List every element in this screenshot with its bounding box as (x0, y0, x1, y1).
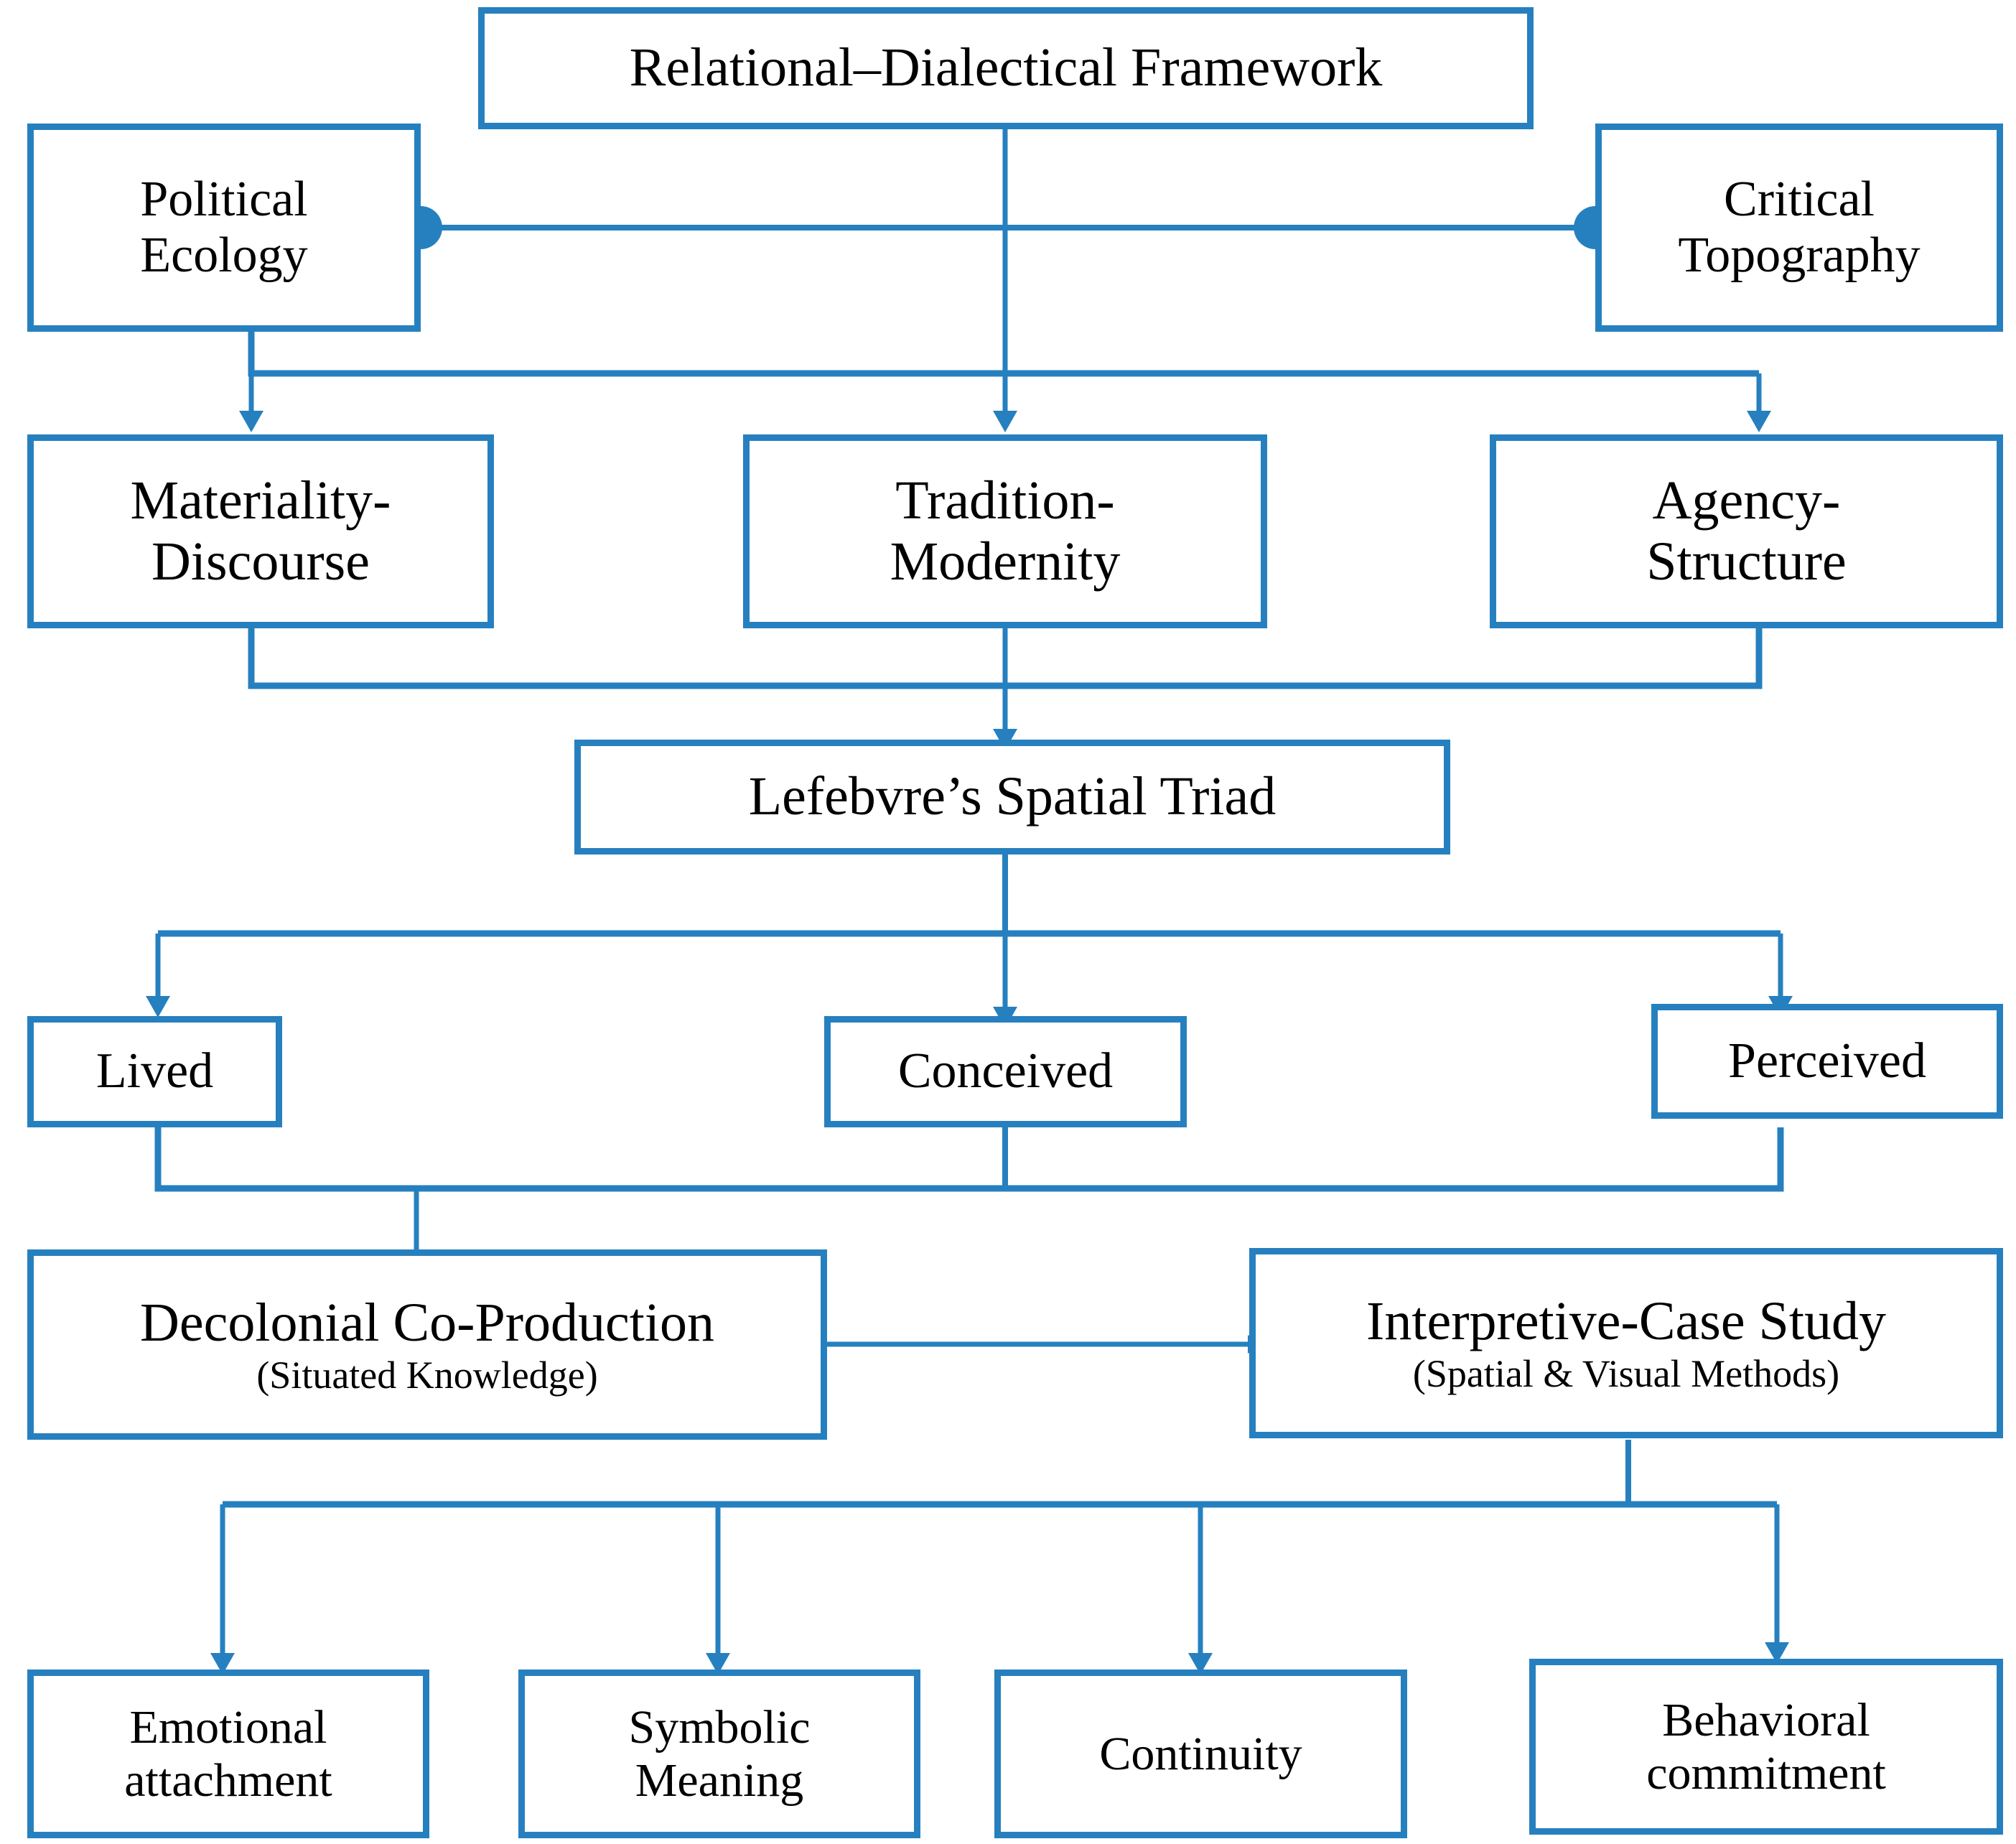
node-emotional-attachment[interactable]: Emotional attachment (27, 1670, 429, 1838)
node-interpretive-case-study[interactable]: Interpretive-Case Study (Spatial & Visua… (1249, 1248, 2003, 1438)
node-label-line2: Modernity (890, 531, 1121, 592)
node-symbolic-meaning[interactable]: Symbolic Meaning (518, 1670, 920, 1838)
node-lived[interactable]: Lived (27, 1016, 282, 1127)
node-label-line2: (Spatial & Visual Methods) (1412, 1351, 1840, 1395)
node-label-line2: Ecology (140, 228, 308, 283)
node-lefebvre-spatial-triad[interactable]: Lefebvre’s Spatial Triad (574, 740, 1450, 855)
node-continuity[interactable]: Continuity (994, 1670, 1407, 1838)
node-label: Perceived (1728, 1033, 1926, 1089)
node-label: Relational–Dialectical Framework (629, 37, 1383, 98)
node-label-line2: commitment (1646, 1746, 1886, 1799)
node-decolonial-co-production[interactable]: Decolonial Co-Production (Situated Knowl… (27, 1249, 827, 1440)
node-label-line1: Symbolic (628, 1700, 811, 1754)
node-tradition-modernity[interactable]: Tradition- Modernity (743, 434, 1267, 628)
node-label-line2: Topography (1678, 228, 1921, 283)
node-political-ecology[interactable]: Political Ecology (27, 124, 421, 332)
node-perceived[interactable]: Perceived (1651, 1004, 2003, 1119)
node-label-line1: Critical (1724, 171, 1875, 227)
node-conceived[interactable]: Conceived (824, 1016, 1187, 1127)
node-label-line1: Materiality- (130, 470, 391, 531)
node-label-line2: (Situated Knowledge) (256, 1353, 598, 1397)
node-label-line2: Structure (1646, 531, 1847, 592)
node-label: Lived (95, 1043, 214, 1099)
node-label-line1: Emotional (129, 1700, 327, 1754)
node-relational-dialectical-framework[interactable]: Relational–Dialectical Framework (478, 7, 1534, 129)
node-label-line1: Behavioral (1662, 1693, 1870, 1746)
node-critical-topography[interactable]: Critical Topography (1595, 124, 2003, 332)
node-label-line2: Discourse (151, 531, 370, 592)
node-label-line1: Political (140, 171, 308, 227)
node-label: Conceived (897, 1043, 1114, 1099)
node-behavioral-commitment[interactable]: Behavioral commitment (1529, 1659, 2003, 1835)
node-agency-structure[interactable]: Agency- Structure (1490, 434, 2003, 628)
node-label-line2: attachment (124, 1754, 332, 1807)
node-label-line2: Meaning (635, 1754, 804, 1807)
node-label: Lefebvre’s Spatial Triad (748, 766, 1277, 827)
node-label-line1: Agency- (1652, 470, 1841, 531)
edge-merge-triad (154, 1127, 1784, 1192)
node-label: Continuity (1099, 1727, 1302, 1780)
node-label-line1: Tradition- (895, 470, 1115, 531)
node-materiality-discourse[interactable]: Materiality- Discourse (27, 434, 494, 628)
node-label-line1: Interpretive-Case Study (1366, 1290, 1886, 1351)
node-label-line1: Decolonial Co-Production (140, 1292, 714, 1353)
